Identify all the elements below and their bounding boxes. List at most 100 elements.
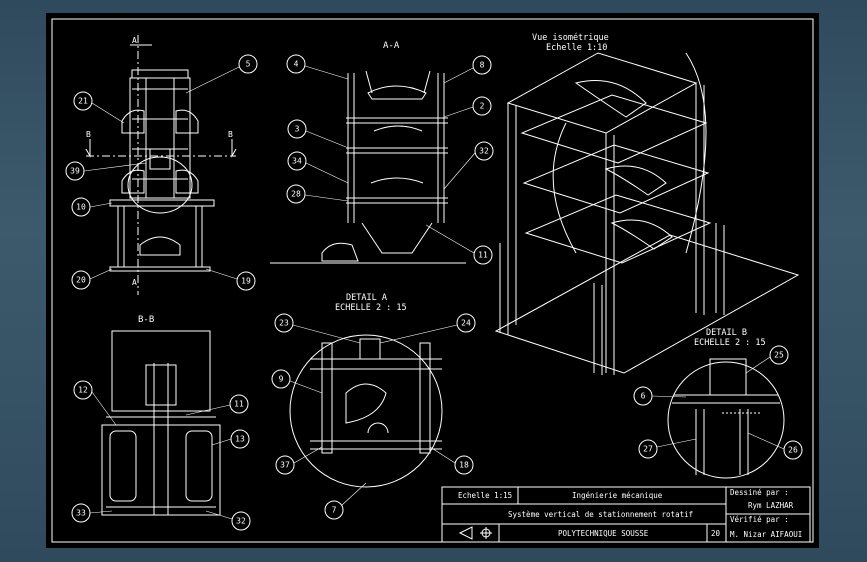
tb-scale: Echelle 1:15 bbox=[458, 491, 512, 500]
svg-text:8: 8 bbox=[480, 61, 485, 70]
balloon: 18 bbox=[454, 455, 474, 475]
svg-text:20: 20 bbox=[76, 276, 86, 285]
section-bb-balloons: 12 33 11 13 32 bbox=[71, 380, 251, 531]
tb-discipline: Ingénierie mécanique bbox=[572, 491, 663, 500]
cut-label-a-top: A bbox=[132, 36, 137, 45]
section-aa-title: A-A bbox=[383, 41, 400, 51]
cut-label-b-left: B bbox=[86, 130, 91, 139]
balloon: 6 bbox=[633, 386, 653, 406]
section-aa-leaders bbox=[304, 65, 476, 254]
svg-text:5: 5 bbox=[246, 60, 251, 69]
front-view bbox=[85, 35, 237, 295]
svg-text:7: 7 bbox=[332, 506, 337, 515]
balloon: 21 bbox=[73, 91, 93, 111]
balloon: 19 bbox=[236, 271, 256, 291]
svg-text:34: 34 bbox=[292, 157, 302, 166]
balloon: 20 bbox=[71, 270, 91, 290]
svg-text:4: 4 bbox=[294, 60, 299, 69]
section-aa-view bbox=[270, 70, 466, 264]
tb-checked-by-label: Vérifié par : bbox=[730, 515, 789, 524]
tb-sheet-no: 20 bbox=[711, 529, 721, 538]
cut-label-b-right: B bbox=[228, 130, 233, 139]
svg-text:19: 19 bbox=[241, 277, 251, 286]
svg-text:32: 32 bbox=[236, 517, 246, 526]
svg-text:10: 10 bbox=[76, 203, 86, 212]
isometric-view bbox=[494, 52, 800, 375]
balloon: 37 bbox=[275, 455, 295, 475]
balloon: 9 bbox=[271, 369, 291, 389]
svg-text:25: 25 bbox=[774, 351, 784, 360]
balloon: 11 bbox=[229, 394, 249, 414]
drawing-sheet: A A B B 21 39 10 20 5 19 A-A 4 3 34 28 8… bbox=[46, 13, 819, 548]
tb-checked-by: M. Nizar AIFAOUI bbox=[730, 530, 802, 539]
svg-text:13: 13 bbox=[235, 435, 245, 444]
balloon: 13 bbox=[230, 429, 250, 449]
svg-text:11: 11 bbox=[234, 400, 244, 409]
balloon: 39 bbox=[65, 161, 85, 181]
front-balloons: 21 39 10 20 5 19 bbox=[65, 54, 258, 291]
detail-b-leaders bbox=[651, 356, 785, 450]
svg-text:26: 26 bbox=[788, 446, 798, 455]
svg-text:23: 23 bbox=[279, 319, 289, 328]
svg-text:11: 11 bbox=[478, 251, 488, 260]
balloon: 24 bbox=[456, 313, 476, 333]
detail-a-balloons: 23 24 9 37 7 18 bbox=[271, 313, 476, 520]
iso-title: Vue isométrique bbox=[532, 32, 609, 43]
balloon: 26 bbox=[783, 440, 803, 460]
cut-label-a-bottom: A bbox=[132, 278, 137, 287]
cad-drawing: A A B B 21 39 10 20 5 19 A-A 4 3 34 28 8… bbox=[51, 18, 814, 543]
section-bb-title: B-B bbox=[138, 315, 154, 325]
svg-text:33: 33 bbox=[76, 509, 86, 518]
svg-text:39: 39 bbox=[70, 167, 80, 176]
tb-drawn-by-label: Dessiné par : bbox=[730, 488, 789, 497]
detail-a-leaders bbox=[289, 324, 458, 506]
section-bb-leaders bbox=[89, 391, 233, 520]
tb-title: Système vertical de stationnement rotati… bbox=[508, 510, 693, 519]
svg-text:28: 28 bbox=[291, 190, 301, 199]
title-block bbox=[441, 486, 811, 543]
title-block-text: Echelle 1:15 Ingénierie mécanique Systèm… bbox=[458, 488, 802, 539]
section-aa-balloons: 4 3 34 28 8 2 32 11 bbox=[286, 54, 494, 265]
sheet-border bbox=[51, 18, 814, 543]
detail-a-view bbox=[289, 334, 443, 488]
balloon: 10 bbox=[71, 197, 91, 217]
balloon: 7 bbox=[324, 500, 344, 520]
balloon: 5 bbox=[238, 54, 258, 74]
balloon: 23 bbox=[274, 313, 294, 333]
tb-drawn-by: Rym LAZHAR bbox=[748, 501, 794, 510]
svg-text:2: 2 bbox=[480, 102, 485, 111]
detail-b-balloons: 25 6 27 26 bbox=[633, 345, 803, 460]
balloon: 34 bbox=[287, 151, 307, 171]
svg-text:6: 6 bbox=[641, 392, 646, 401]
svg-text:12: 12 bbox=[78, 386, 88, 395]
svg-text:32: 32 bbox=[479, 147, 489, 156]
detail-b-title: DETAIL B bbox=[706, 328, 747, 338]
svg-text:27: 27 bbox=[643, 445, 653, 454]
balloon: 33 bbox=[71, 503, 91, 523]
tb-school: POLYTECHNIQUE SOUSSE bbox=[558, 529, 649, 538]
front-leaders bbox=[83, 66, 240, 280]
balloon: 25 bbox=[769, 345, 789, 365]
detail-a-scale: ECHELLE 2 : 15 bbox=[335, 303, 407, 313]
balloon: 4 bbox=[286, 54, 306, 74]
detail-b-scale: ECHELLE 2 : 15 bbox=[694, 338, 766, 348]
svg-text:24: 24 bbox=[461, 319, 471, 328]
svg-text:9: 9 bbox=[279, 375, 284, 384]
balloon: 3 bbox=[287, 119, 307, 139]
balloon: 11 bbox=[473, 245, 493, 265]
svg-text:21: 21 bbox=[78, 97, 88, 106]
svg-text:3: 3 bbox=[295, 125, 300, 134]
balloon: 32 bbox=[474, 141, 494, 161]
balloon: 2 bbox=[472, 96, 492, 116]
balloon: 8 bbox=[472, 55, 492, 75]
detail-b-view bbox=[667, 358, 785, 479]
balloon: 28 bbox=[286, 184, 306, 204]
iso-scale: Echelle 1:10 bbox=[546, 43, 607, 53]
balloon: 12 bbox=[73, 380, 93, 400]
detail-a-title: DETAIL A bbox=[346, 293, 387, 303]
balloon: 32 bbox=[231, 511, 251, 531]
svg-text:37: 37 bbox=[280, 461, 290, 470]
balloon: 27 bbox=[638, 439, 658, 459]
section-bb-view bbox=[101, 330, 221, 516]
svg-text:18: 18 bbox=[459, 461, 469, 470]
